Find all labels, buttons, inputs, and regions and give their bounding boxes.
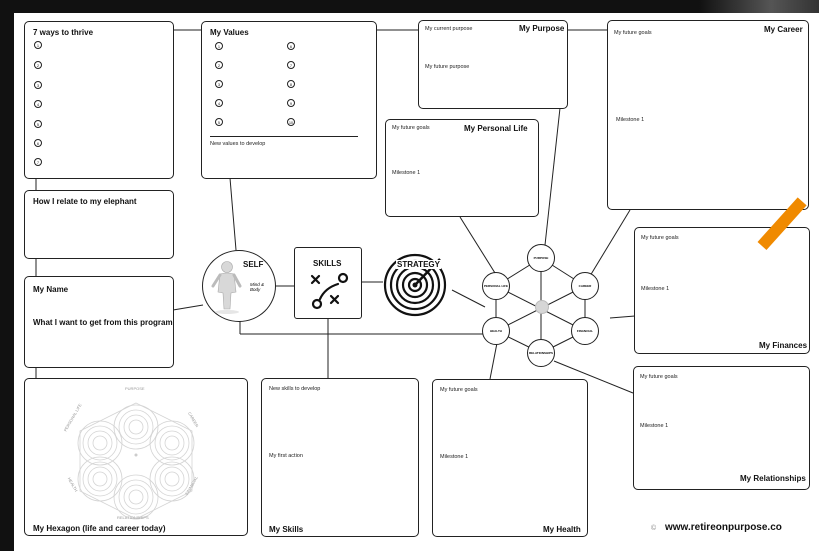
node-purpose[interactable]: PURPOSE [527,244,555,272]
value-number: 7 [287,61,295,69]
thrive-number: 3 [34,81,42,89]
copyright-icon: © [651,525,656,532]
skills-icon-box[interactable]: SKILLS [294,247,362,319]
thrive-number: 5 [34,120,42,128]
skills-first-action: My first action [269,453,303,459]
program-label: What I want to get from this program [33,318,173,327]
thrive-number: 4 [34,100,42,108]
career-goals: My future goals [614,30,652,36]
value-number: 10 [287,118,295,126]
footer-url[interactable]: www.retireonpurpose.co [665,522,782,533]
career-box[interactable]: My future goals My Career Milestone 1 [607,20,809,210]
health-box[interactable]: My future goals Milestone 1 My Health [432,379,588,537]
values-develop-label: New values to develop [210,141,265,147]
finances-goals: My future goals [641,235,679,241]
network-center-icon [535,300,549,314]
thrive-title: 7 ways to thrive [33,28,93,37]
self-sub-label: Mind & Body [250,282,268,292]
node-health[interactable]: HEALTH [482,317,510,345]
tactics-icon [305,272,355,314]
thrive-number: 7 [34,158,42,166]
node-career[interactable]: CAREER [571,272,599,300]
value-number: 4 [215,99,223,107]
relationships-box[interactable]: My future goals Milestone 1 My Relations… [633,366,810,490]
self-label: SELF [243,260,263,269]
thrive-number: 6 [34,139,42,147]
values-title: My Values [210,28,249,37]
purpose-title: My Purpose [519,24,564,33]
value-number: 5 [215,118,223,126]
health-title: My Health [543,525,581,534]
myskills-title: My Skills [269,525,303,534]
values-box[interactable]: My Values 1 2 3 4 5 6 7 8 9 10 New value… [201,21,377,179]
value-number: 1 [215,42,223,50]
purpose-current: My current purpose [425,26,472,32]
health-goals: My future goals [440,387,478,393]
career-title: My Career [764,25,803,34]
hex-label-relationships: RELATIONSHIPS [117,515,149,520]
hexagon-box[interactable]: PURPOSE CAREER FINANCIAL RELATIONSHIPS H… [24,378,248,536]
personal-box[interactable]: My future goals My Personal Life Milesto… [385,119,539,217]
node-personal-life[interactable]: PERSONAL LIFE [482,272,510,300]
self-circle[interactable]: SELF Mind & Body [202,250,276,322]
value-number: 3 [215,80,223,88]
elephant-box[interactable]: How I relate to my elephant [24,190,174,259]
career-milestone: Milestone 1 [616,117,644,123]
thrive-number: 2 [34,61,42,69]
values-divider [210,136,358,137]
health-milestone: Milestone 1 [440,454,468,460]
node-financial[interactable]: FINANCIAL [571,317,599,345]
hexagon-graphic [25,379,249,537]
relationships-title: My Relationships [740,474,806,483]
thrive-box[interactable]: 7 ways to thrive 1 2 3 4 5 6 7 [24,21,174,179]
value-number: 2 [215,61,223,69]
name-title: My Name [33,285,68,294]
personal-goals: My future goals [392,125,430,131]
elephant-title: How I relate to my elephant [33,197,137,206]
value-number: 6 [287,42,295,50]
purpose-box[interactable]: My current purpose My Purpose My future … [418,20,568,109]
hex-label-purpose: PURPOSE [125,386,145,391]
finances-box[interactable]: My future goals Milestone 1 My Finances [634,227,810,354]
hexagon-title: My Hexagon (life and career today) [33,524,165,533]
value-number: 8 [287,80,295,88]
strategy-target-icon[interactable] [380,247,452,319]
name-box[interactable]: My Name What I want to get from this pro… [24,276,174,368]
personal-milestone: Milestone 1 [392,170,420,176]
value-number: 9 [287,99,295,107]
node-relationships[interactable]: RELATIONSHIPS [527,339,555,367]
relationships-milestone: Milestone 1 [640,423,668,429]
personal-title: My Personal Life [464,124,528,133]
skills-label: SKILLS [313,259,341,268]
finances-milestone: Milestone 1 [641,286,669,292]
strategy-label: STRATEGY [396,260,441,269]
myskills-box[interactable]: New skills to develop My first action My… [261,378,419,537]
finances-title: My Finances [759,341,807,350]
relationships-goals: My future goals [640,374,678,380]
skills-develop: New skills to develop [269,386,320,392]
thrive-number: 1 [34,41,42,49]
purpose-future: My future purpose [425,64,469,70]
